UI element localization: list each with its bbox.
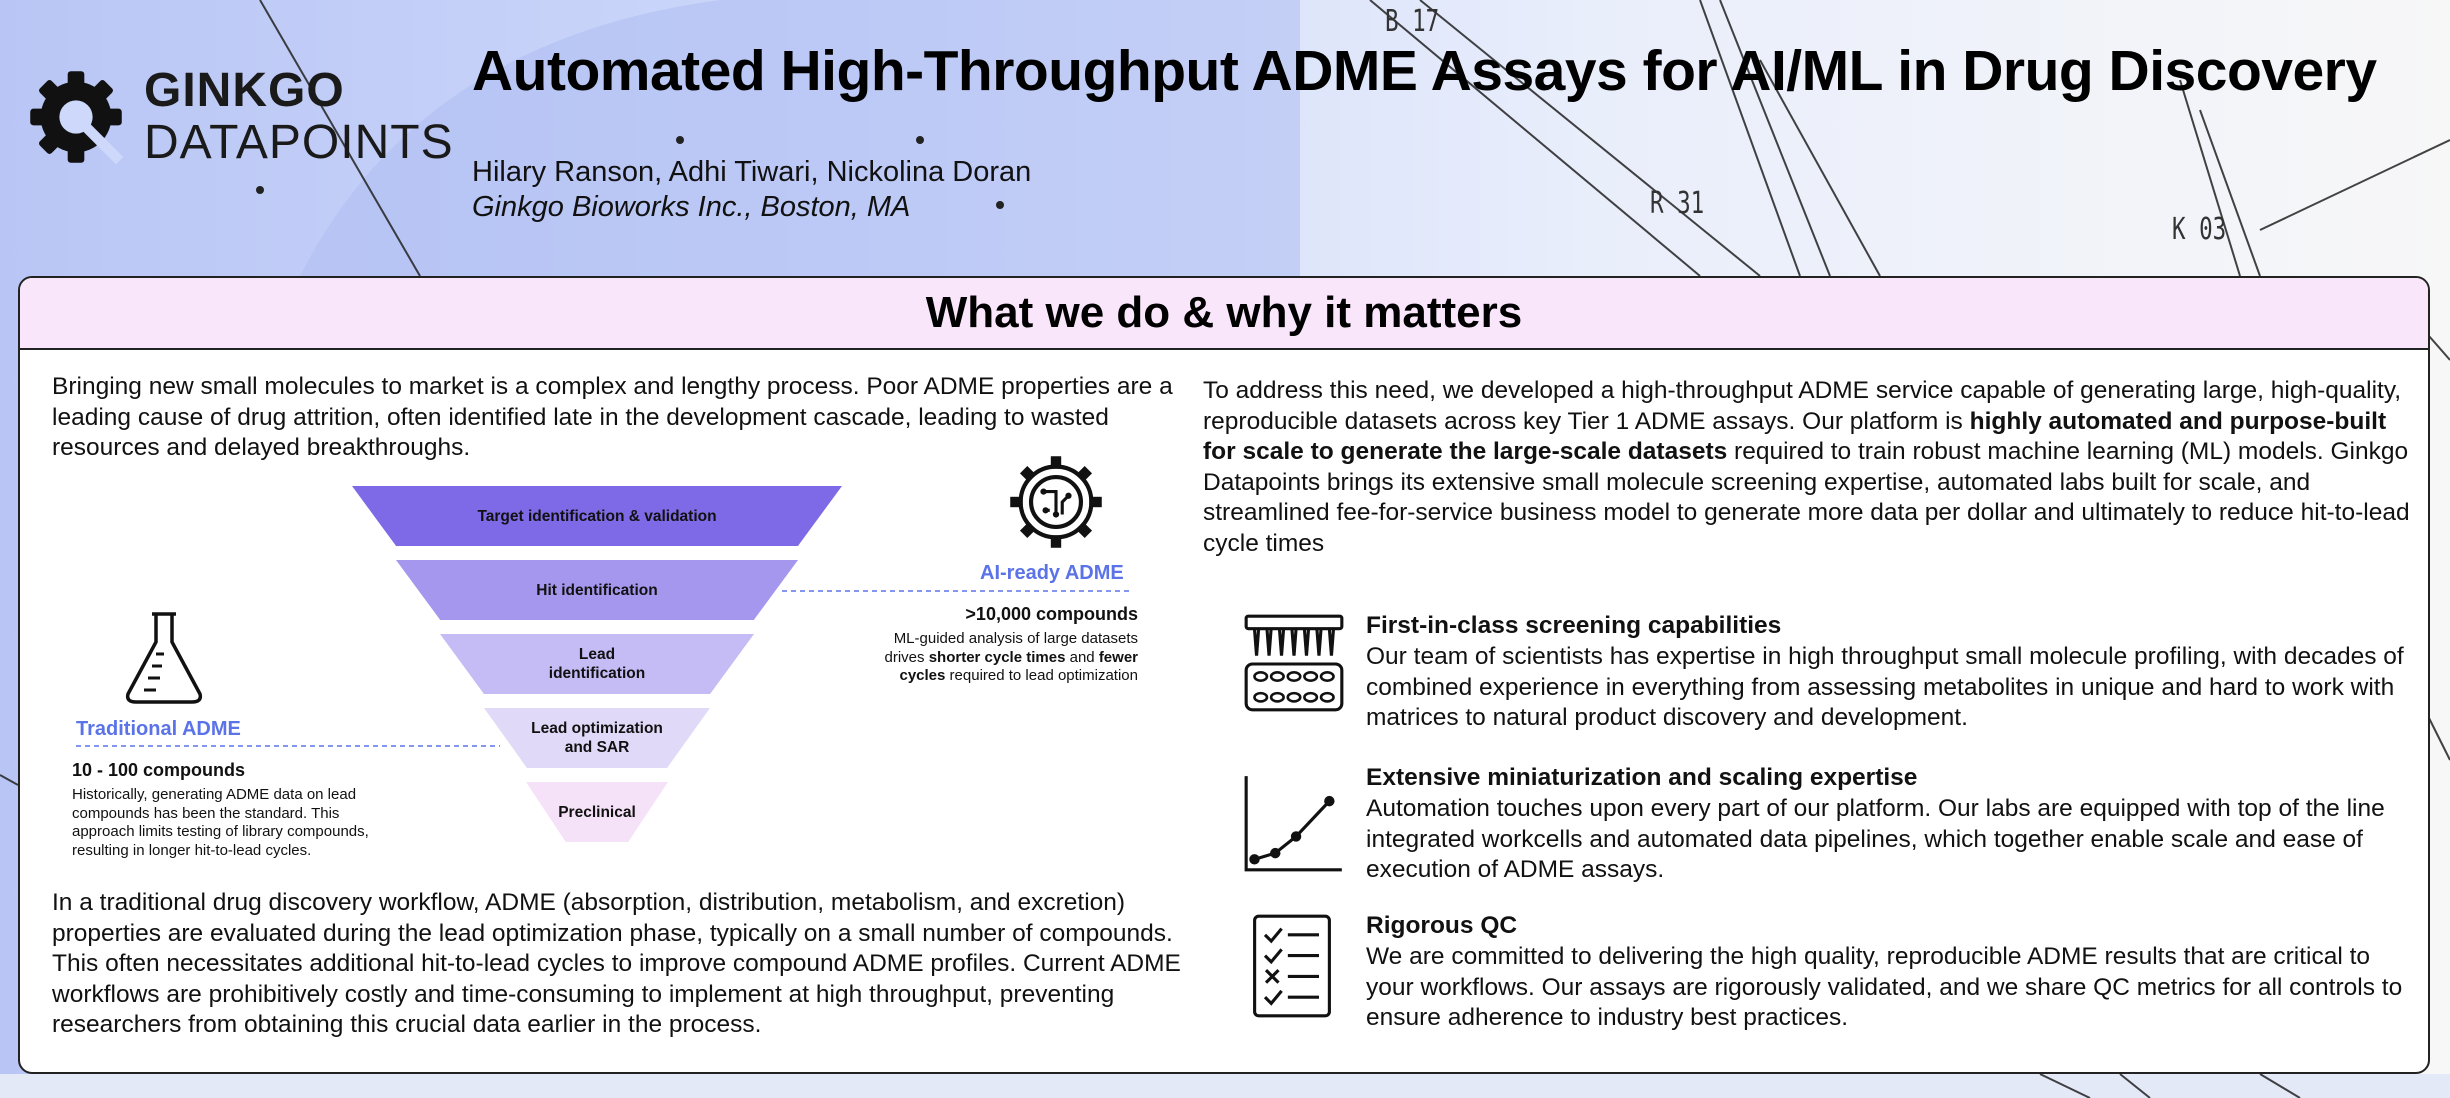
ai-gear-circuit-icon (1010, 456, 1102, 548)
feature-title-qc: Rigorous QC (1366, 912, 1518, 939)
traditional-description: Historically, generating ADME data on le… (72, 786, 369, 859)
ai-description-text: required to lead optimization (945, 667, 1138, 684)
funnel-stage-hit-identification: Hit identification (396, 560, 798, 620)
solution-bold-text: highly automated and purpose-built for s… (1203, 407, 2387, 466)
ai-description-bold: fewer cycles (899, 648, 1138, 685)
traditional-workflow-paragraph: In a traditional drug discovery workflow… (52, 889, 1181, 1038)
funnel-stage-lead-identification: Lead identification (440, 634, 754, 694)
funnel-stage-label: Target identification & validation (477, 507, 717, 525)
ginkgo-gear-logo-icon (30, 71, 124, 165)
funnel-stage-label: Lead identification (548, 646, 646, 682)
feature-title-screening: First-in-class screening capabilities (1366, 612, 1782, 639)
ai-description-text: ML-guided analysis of large datasets dri… (884, 630, 1139, 666)
growth-chart-icon (1244, 776, 1342, 872)
logo-line1: GINKGO (144, 64, 345, 117)
traditional-adme-label: Traditional ADME (76, 718, 241, 740)
background-label: R 31 (1650, 186, 1705, 221)
intro-paragraph: Bringing new small molecules to market i… (52, 373, 1173, 461)
checklist-icon (1253, 914, 1331, 1018)
feature-body-qc: We are committed to delivering the high … (1366, 943, 2403, 1031)
ai-description-bold: shorter cycle times (928, 648, 1066, 666)
feature-body-screening: Our team of scientists has expertise in … (1366, 643, 2404, 731)
logo-line2: DATAPOINTS (144, 116, 454, 169)
funnel-stage-lead-optimization: Lead optimization and SAR (484, 708, 710, 768)
funnel-stage-label: Preclinical (558, 803, 636, 821)
background-label: K 03 (2172, 212, 2227, 247)
solution-text: required to train robust machine learnin… (1203, 438, 2410, 557)
flask-icon (125, 612, 203, 704)
ai-description-text: and (1065, 648, 1099, 666)
solution-paragraph: To address this need, we developed a hig… (1203, 376, 2413, 559)
panel-header: What we do & why it matters (20, 278, 2428, 350)
feature-body-miniaturization: Automation touches upon every part of ou… (1366, 795, 2385, 883)
funnel-stage-label: Hit identification (536, 581, 658, 599)
funnel-stage-label: Lead optimization and SAR (531, 720, 663, 756)
ai-ready-adme-label: AI-ready ADME (980, 562, 1124, 584)
what-we-do-panel: What we do & why it matters Bringing new… (18, 276, 2430, 1074)
ginkgo-logo: GINKGO DATAPOINTS (24, 62, 453, 172)
feature-title-miniaturization: Extensive miniaturization and scaling ex… (1366, 764, 1918, 791)
background-label: B 17 (1385, 4, 1440, 39)
ai-description: ML-guided analysis of large datasets dri… (858, 630, 1139, 686)
solution-text: To address this need, we developed a hig… (1203, 377, 2402, 435)
funnel-stage-target-identification: Target identification & validation (352, 486, 842, 546)
ai-compound-count: >10,000 compounds (965, 604, 1138, 624)
section-title: What we do & why it matters (925, 288, 1523, 337)
authors: Hilary Ranson, Adhi Tiwari, Nickolina Do… (472, 156, 1032, 188)
affiliation: Ginkgo Bioworks Inc., Boston, MA (472, 191, 911, 223)
traditional-compound-count: 10 - 100 compounds (72, 760, 246, 780)
funnel-connector-lines (76, 590, 1132, 747)
pipette-plate-icon (1244, 614, 1344, 712)
poster-title: Automated High-Throughput ADME Assays fo… (472, 39, 2377, 103)
